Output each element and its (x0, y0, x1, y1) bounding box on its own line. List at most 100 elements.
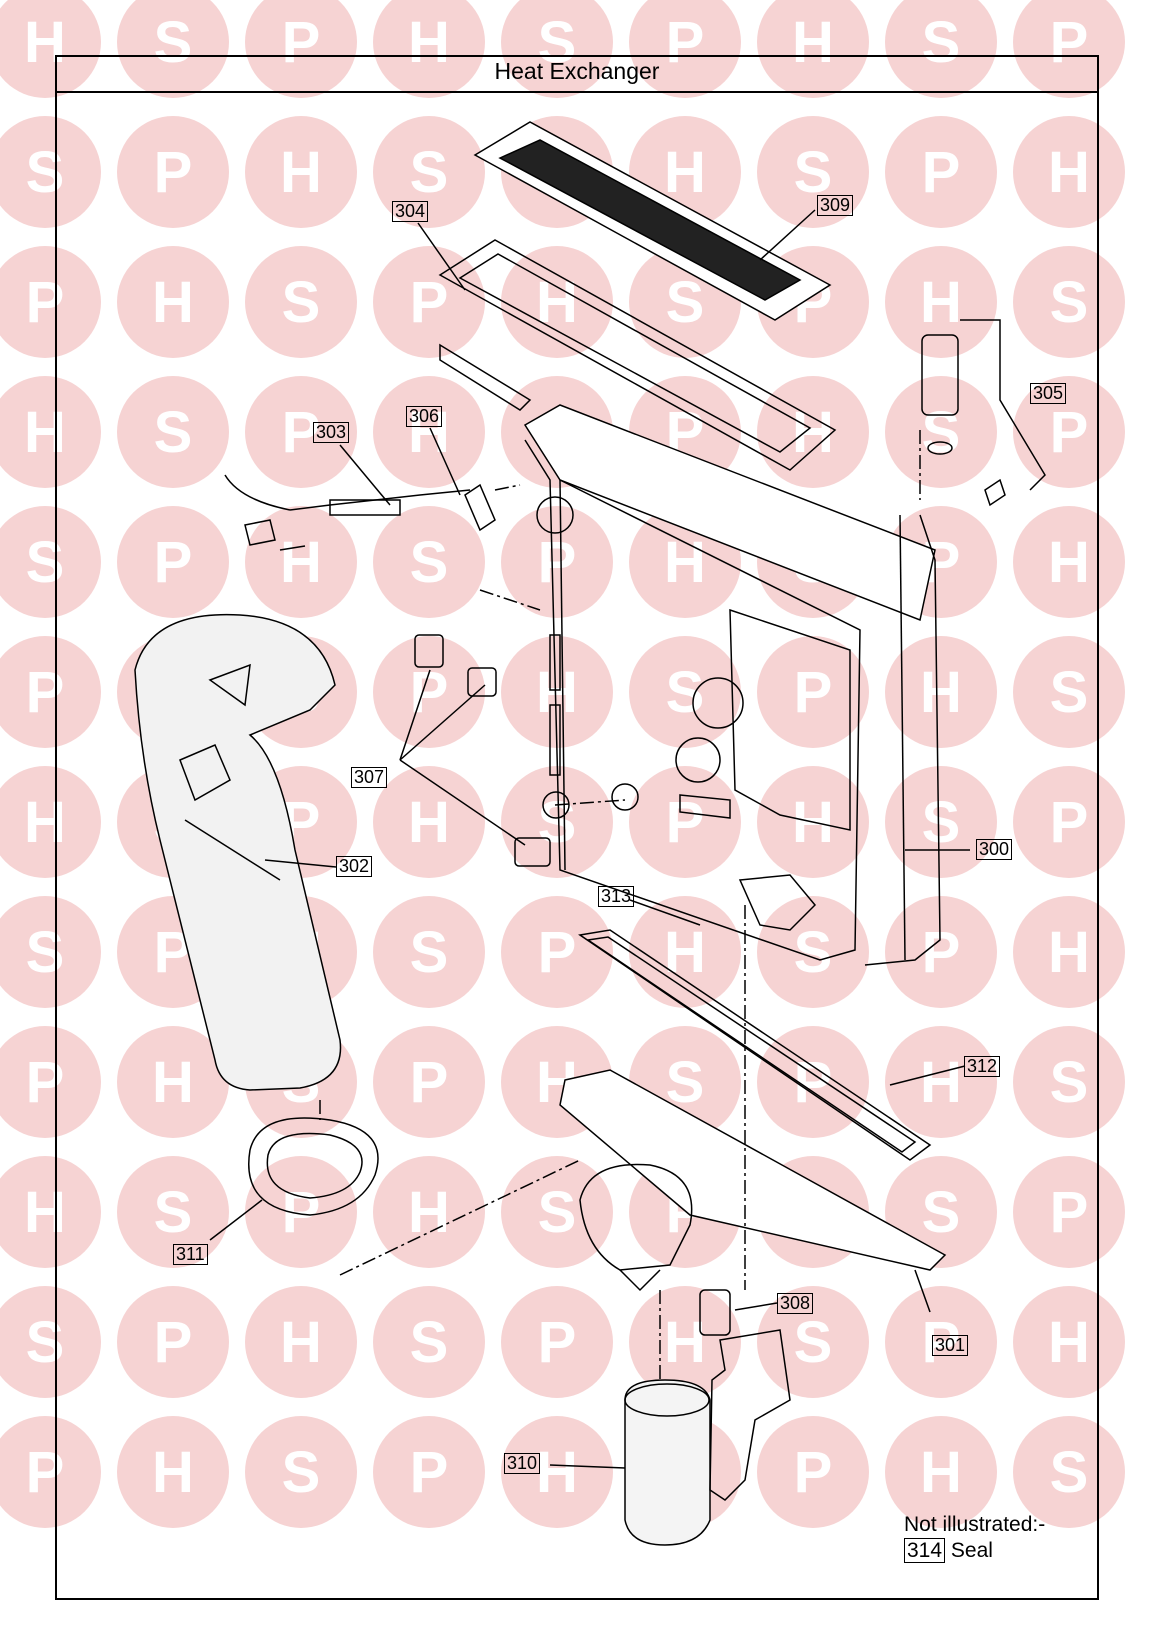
watermark-circle (0, 766, 101, 878)
watermark-circle (757, 896, 869, 1008)
watermark-letter: H (24, 790, 66, 855)
watermark-circle (373, 1286, 485, 1398)
watermark-letter: P (666, 790, 705, 855)
watermark-letter: P (794, 660, 833, 725)
part-label-309[interactable]: 309 (817, 195, 854, 216)
page-title: Heat Exchanger (494, 58, 660, 84)
watermark-letter: S (538, 1180, 577, 1245)
watermark-circle (117, 1156, 229, 1268)
watermark-circle (0, 1026, 101, 1138)
watermark-letter: P (1050, 10, 1089, 75)
watermark-letter: P (154, 530, 193, 595)
watermark-letter: H (280, 140, 322, 205)
watermark-circle (757, 376, 869, 488)
note-part-code[interactable]: 314 (904, 1538, 946, 1563)
watermark-circle (373, 506, 485, 618)
watermark-letter: H (536, 660, 578, 725)
watermark-circle (0, 1156, 101, 1268)
diagram-frame (55, 55, 1099, 1600)
part-label-305[interactable]: 305 (1030, 383, 1067, 404)
watermark-letter: H (920, 1440, 962, 1505)
watermark-circle (245, 1286, 357, 1398)
watermark-letter: P (410, 1050, 449, 1115)
watermark-circle (245, 0, 357, 98)
watermark-letter: S (26, 140, 65, 205)
part-312-gasket (578, 929, 932, 1161)
part-label-310[interactable]: 310 (504, 1453, 541, 1474)
part-label-306[interactable]: 306 (406, 406, 443, 427)
watermark-circle (757, 1416, 869, 1528)
note-part-desc: Seal (950, 1539, 993, 1562)
watermark-letter: S (26, 1310, 65, 1375)
watermark-circle (757, 0, 869, 98)
watermark-letter: S (1050, 1440, 1089, 1505)
watermark-circle (501, 896, 613, 1008)
part-302-flue-duct (134, 613, 342, 1091)
watermark-letter: P (794, 1440, 833, 1505)
watermark-circle (885, 1416, 997, 1528)
watermark-letter: S (666, 270, 705, 335)
watermark-circle (501, 1416, 613, 1528)
watermark-letter: P (26, 1440, 65, 1505)
watermark-letter: S (794, 1310, 833, 1375)
watermark-circle (501, 1286, 613, 1398)
watermark-circle (629, 766, 741, 878)
watermark-letter: S (26, 920, 65, 985)
watermark-letter: H (536, 1440, 578, 1505)
part-label-308[interactable]: 308 (777, 1293, 814, 1314)
watermark-letter: S (410, 530, 449, 595)
watermark-letter: H (664, 920, 706, 985)
watermark-letter: H (792, 400, 834, 465)
watermark-letter: H (792, 10, 834, 75)
watermark-letter: H (1048, 140, 1090, 205)
part-label-304[interactable]: 304 (392, 201, 429, 222)
watermark-circle (117, 246, 229, 358)
watermark-letter: S (922, 10, 961, 75)
watermark-letter: H (536, 270, 578, 335)
note-heading: Not illustrated:- (904, 1513, 1046, 1536)
watermark-letter: H (24, 400, 66, 465)
watermark-circle (373, 636, 485, 748)
watermark-circle (117, 376, 229, 488)
watermark-circle (0, 376, 101, 488)
part-303-electrode (224, 474, 471, 551)
watermark-letter: S (410, 920, 449, 985)
watermark-letter: P (538, 1310, 577, 1375)
watermark-letter: H (280, 1310, 322, 1375)
part-label-307[interactable]: 307 (351, 767, 388, 788)
watermark-circle (0, 0, 101, 98)
part-301-sump (559, 1069, 947, 1292)
leader-lines (209, 209, 970, 1469)
watermark-circle (885, 376, 997, 488)
watermark-circle (0, 896, 101, 1008)
not-illustrated-note: Not illustrated:- 314 Seal (904, 1512, 1045, 1564)
part-label-301[interactable]: 301 (932, 1335, 969, 1356)
watermark-circle (1013, 0, 1125, 98)
watermark-circle (629, 896, 741, 1008)
watermark-circle (0, 506, 101, 618)
part-label-312[interactable]: 312 (964, 1056, 1001, 1077)
title-bar: Heat Exchanger (55, 55, 1099, 93)
watermark-letter: H (24, 10, 66, 75)
part-label-303[interactable]: 303 (313, 422, 350, 443)
watermark-circle (373, 376, 485, 488)
watermark-circle (245, 1156, 357, 1268)
part-label-313[interactable]: 313 (598, 886, 635, 907)
watermark-circle (501, 636, 613, 748)
watermark-circle (373, 1416, 485, 1528)
watermark-letter: P (1050, 400, 1089, 465)
part-309-grille (473, 121, 832, 321)
watermark-letter: S (922, 1180, 961, 1245)
watermark-letter: H (152, 1050, 194, 1115)
watermark-letter: P (154, 1310, 193, 1375)
watermark-circle (373, 116, 485, 228)
part-label-302[interactable]: 302 (336, 856, 373, 877)
watermark-circle (885, 636, 997, 748)
watermark-circle (885, 246, 997, 358)
part-label-311[interactable]: 311 (173, 1244, 208, 1265)
watermark-circle (373, 896, 485, 1008)
part-label-300[interactable]: 300 (976, 839, 1013, 860)
watermark-letter: S (154, 1180, 193, 1245)
watermark-circle (629, 0, 741, 98)
part-305-air-vent (921, 319, 1046, 507)
